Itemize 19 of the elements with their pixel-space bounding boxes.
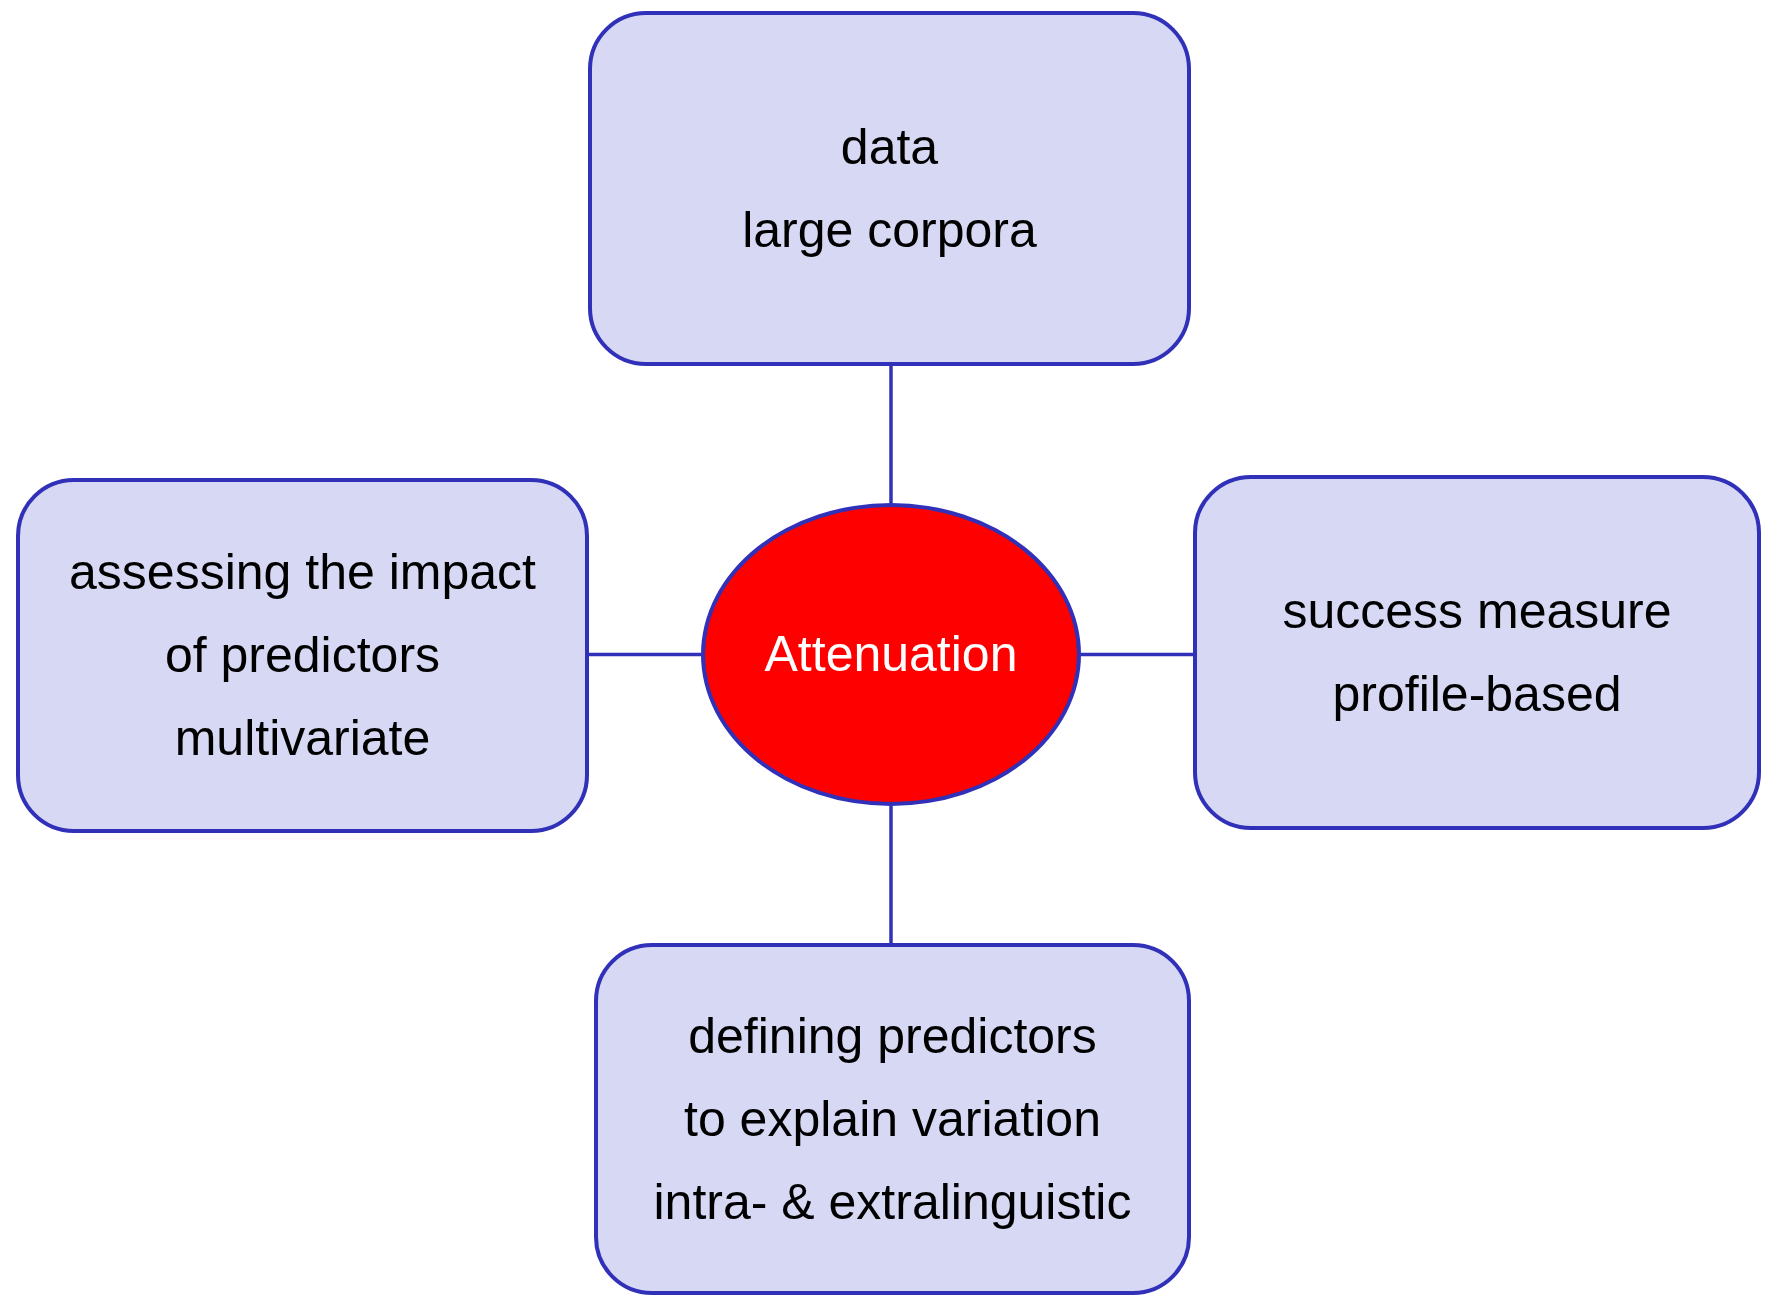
node-text: intra- & extralinguistic — [653, 1172, 1132, 1232]
connector-line — [589, 652, 701, 657]
node-text: data — [840, 117, 939, 177]
node-text: large corpora — [742, 200, 1037, 260]
rounded-box — [16, 478, 589, 833]
rounded-box — [1193, 475, 1761, 830]
node-text: to explain variation — [684, 1089, 1101, 1149]
rounded-box — [594, 943, 1191, 1295]
node-text: profile-based — [1332, 664, 1622, 724]
node-text: success measure — [1282, 581, 1672, 641]
rounded-box — [588, 11, 1191, 366]
node-text: assessing the impact — [69, 543, 536, 602]
node-text: Attenuation — [764, 625, 1018, 684]
connector-line — [889, 806, 893, 943]
node-text: of predictors — [164, 626, 441, 685]
node-text: multivariate — [174, 709, 431, 768]
node-text: defining predictors — [688, 1006, 1097, 1066]
connector-line — [889, 366, 893, 503]
connector-line — [1081, 652, 1193, 657]
